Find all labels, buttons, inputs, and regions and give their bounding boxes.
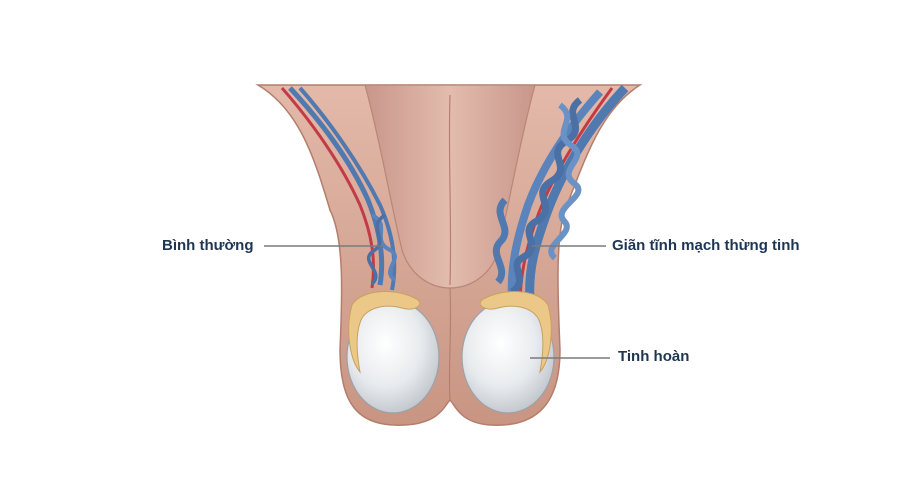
label-testis: Tinh hoàn (618, 348, 690, 365)
penis-midline (448, 94, 452, 286)
right-epididymis (479, 291, 552, 374)
left-epididymis (348, 291, 421, 374)
label-normal: Bình thường (162, 237, 254, 254)
label-varicocele: Giãn tĩnh mạch thừng tinh (612, 237, 800, 254)
varicocele-spermatic-cord (492, 84, 629, 306)
normal-spermatic-cord (280, 86, 397, 291)
scrotal-raphe (448, 287, 452, 401)
